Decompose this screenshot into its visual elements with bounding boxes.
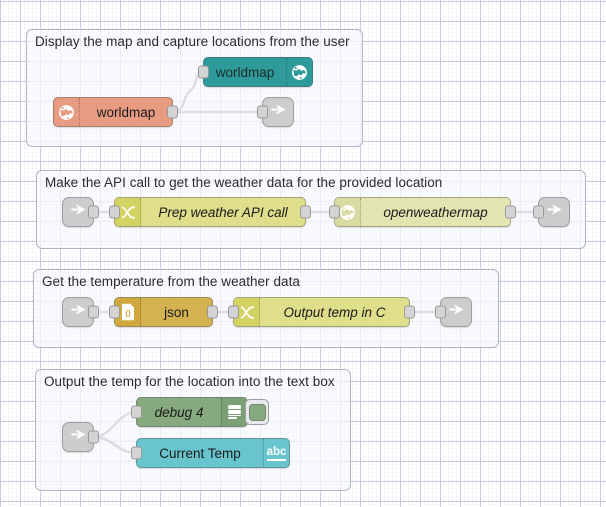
- node-label: openweathermap: [383, 204, 488, 220]
- group-label: Display the map and capture locations fr…: [35, 34, 350, 49]
- link-in-icon: [69, 300, 88, 324]
- node-port-output[interactable]: [207, 305, 218, 319]
- node-port-input[interactable]: [228, 305, 239, 319]
- node-label: worldmap: [96, 104, 156, 120]
- abc-icon: abc: [263, 439, 289, 467]
- group-display-map[interactable]: Display the map and capture locations fr…: [26, 29, 363, 147]
- link-out-icon: [545, 200, 564, 224]
- node-port-input[interactable]: [131, 405, 142, 419]
- node-port-output[interactable]: [88, 205, 99, 219]
- globe-icon: [54, 98, 80, 126]
- node-link-in-2[interactable]: [62, 197, 99, 227]
- node-label: Prep weather API call: [158, 204, 288, 220]
- node-link-in-4[interactable]: [62, 422, 99, 452]
- node-json[interactable]: {} json: [109, 297, 218, 327]
- node-port-output[interactable]: [505, 205, 516, 219]
- node-port-output[interactable]: [88, 305, 99, 319]
- node-port-input[interactable]: [329, 205, 340, 219]
- node-port-input[interactable]: [533, 205, 544, 219]
- node-label: Output temp in C: [283, 304, 386, 320]
- node-port-output[interactable]: [404, 305, 415, 319]
- node-label: debug 4: [154, 404, 204, 420]
- abc-glyph: abc: [266, 446, 287, 461]
- node-port-input[interactable]: [435, 305, 446, 319]
- group-label: Output the temp for the location into th…: [44, 374, 335, 389]
- svg-text:{}: {}: [125, 308, 131, 317]
- node-link-in-3[interactable]: [62, 297, 99, 327]
- debug-lines-glyph: [228, 405, 241, 419]
- node-port-output[interactable]: [300, 205, 311, 219]
- link-in-icon: [69, 425, 88, 449]
- debug-toggle-indicator: [248, 403, 266, 421]
- node-port-output[interactable]: [167, 105, 178, 119]
- link-out-icon: [269, 100, 288, 124]
- node-port-output[interactable]: [88, 430, 99, 444]
- group-label: Get the temperature from the weather dat…: [42, 274, 300, 289]
- node-port-input[interactable]: [257, 105, 268, 119]
- link-out-icon: [447, 300, 466, 324]
- node-worldmap-out[interactable]: worldmap: [198, 57, 313, 87]
- node-label: worldmap: [215, 64, 275, 80]
- node-link-out-1[interactable]: [257, 97, 294, 127]
- node-debug-4[interactable]: debug 4: [131, 397, 269, 427]
- node-label: Current Temp: [159, 445, 241, 461]
- node-link-out-3[interactable]: [435, 297, 472, 327]
- globe-icon: [286, 58, 312, 86]
- link-in-icon: [69, 200, 88, 224]
- node-openweathermap[interactable]: openweathermap: [329, 197, 516, 227]
- node-output-temp-in-c[interactable]: Output temp in C: [228, 297, 415, 327]
- group-label: Make the API call to get the weather dat…: [45, 175, 443, 190]
- node-label: json: [164, 304, 189, 320]
- debug-lines-icon: [221, 398, 247, 426]
- function-icon: [115, 198, 141, 226]
- debug-toggle-button[interactable]: [245, 399, 269, 425]
- node-current-temp[interactable]: Current Temp abc: [131, 438, 290, 468]
- node-port-input[interactable]: [109, 305, 120, 319]
- node-port-input[interactable]: [109, 205, 120, 219]
- node-worldmap-in[interactable]: worldmap: [53, 97, 178, 127]
- node-link-out-2[interactable]: [533, 197, 570, 227]
- node-port-input[interactable]: [131, 446, 142, 460]
- node-port-input[interactable]: [198, 65, 209, 79]
- node-prep-weather-api-call[interactable]: Prep weather API call: [109, 197, 311, 227]
